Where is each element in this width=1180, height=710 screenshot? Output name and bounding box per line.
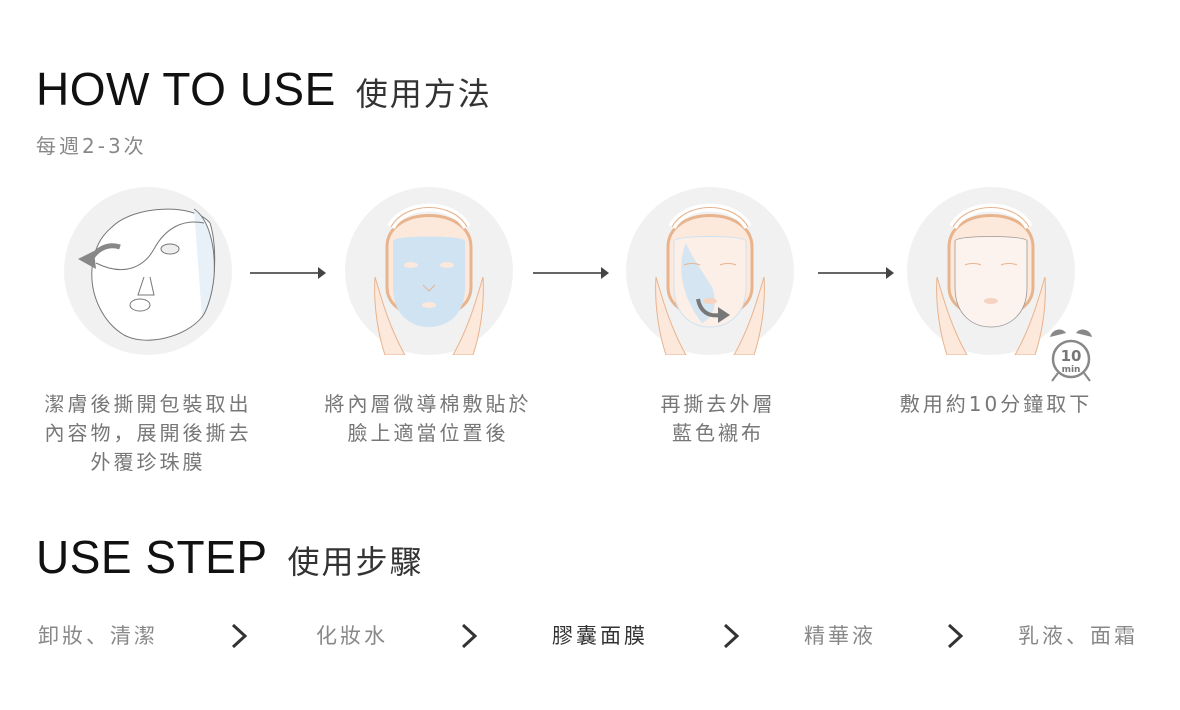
use-step-sequence: 卸妝、清潔 化妝水 膠囊面膜 精華液 乳液、面霜 [0,620,1180,650]
use-step-lotion-cream: 乳液、面霜 [1018,624,1138,648]
step-1-illustration [64,187,232,355]
pearl-mask-peel-icon [78,208,216,341]
chevron-right-icon [231,623,248,649]
use-step-capsule-mask: 膠囊面膜 [552,624,648,648]
apply-blue-mask-face-icon [374,203,484,355]
remove-blue-layer-face-icon [655,203,765,355]
flow-arrow-icon [533,267,609,279]
use-step-title-en: USE STEP [36,531,268,583]
chevron-right-icon [723,623,740,649]
step-1-caption: 潔膚後撕開包裝取出 內容物，展開後撕去 外覆珍珠膜 [44,392,252,474]
step-4-caption: 敷用約10分鐘取下 [899,392,1093,416]
step-2-caption: 將內層微導棉敷貼於 臉上適當位置後 [324,392,532,445]
mask-on-face-timer-icon [936,203,1046,355]
flow-arrow-icon [250,267,326,279]
use-step-heading: USE STEP 使用步驟 [36,530,424,584]
step-2-illustration [345,187,513,355]
chevron-right-icon [947,623,964,649]
ten-minute-timer-badge: 10 min [1046,325,1096,383]
usage-frequency: 每週2-3次 [36,134,147,158]
use-step-serum: 精華液 [804,624,876,648]
timer-value: 10 [1061,347,1082,365]
flow-arrow-icon [818,267,894,279]
how-to-use-title-zh: 使用方法 [355,75,492,113]
timer-unit: min [1062,365,1081,375]
how-to-use-heading: HOW TO USE 使用方法 [36,62,492,116]
step-3-illustration [626,187,794,355]
step-3-caption: 再撕去外層 藍色襯布 [660,392,776,445]
step-4-illustration [907,187,1075,355]
use-step-toner: 化妝水 [316,624,388,648]
how-to-use-title-en: HOW TO USE [36,63,336,115]
alarm-clock-icon: 10 min [1050,329,1092,382]
use-step-cleanse: 卸妝、清潔 [38,624,158,648]
use-step-title-zh: 使用步驟 [287,543,424,581]
chevron-right-icon [461,623,478,649]
